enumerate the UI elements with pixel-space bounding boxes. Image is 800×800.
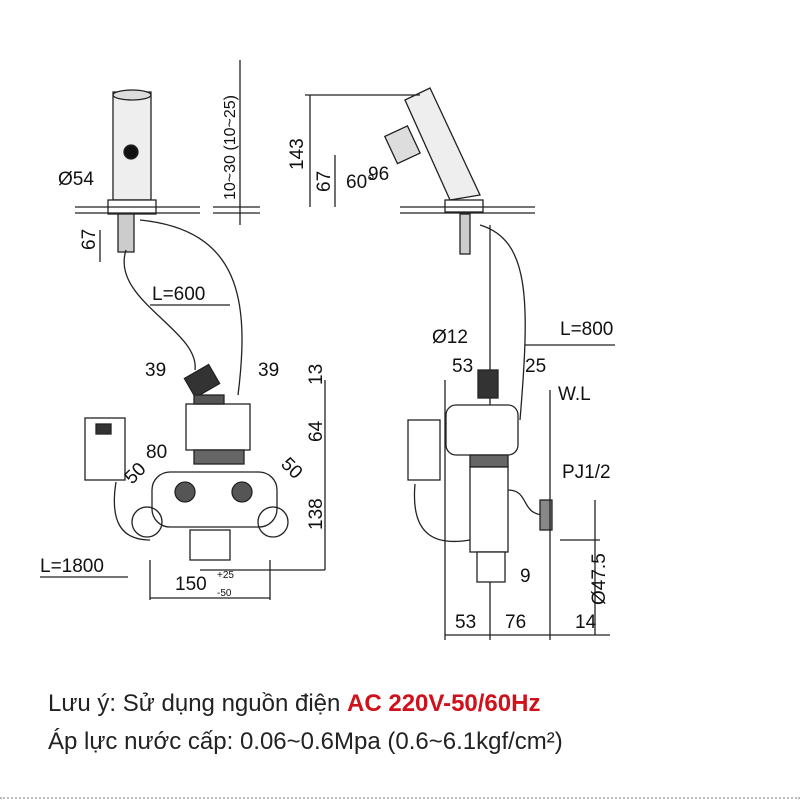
label-d47: Ø47.5 — [589, 553, 610, 605]
label-a50-right: 50 — [276, 454, 306, 484]
label-pj: PJ1/2 — [562, 462, 611, 483]
label-angle60: 60° — [346, 172, 375, 193]
label-w76: 76 — [505, 612, 526, 633]
label-range: 10~30 (10~25) — [222, 95, 239, 200]
label-tol-plus: +25 — [217, 570, 234, 581]
label-w39-right: 39 — [258, 360, 279, 381]
note-pressure: Áp lực nước cấp: 0.06~0.6Mpa (0.6~6.1kgf… — [48, 728, 563, 755]
label-h143: 143 — [287, 138, 308, 170]
left-faucet — [75, 60, 260, 396]
label-w14: 14 — [575, 612, 597, 633]
label-d12: Ø12 — [432, 327, 468, 348]
label-w150: 150 — [175, 574, 207, 595]
label-l800: L=800 — [560, 319, 613, 340]
label-h13: 13 — [306, 364, 327, 385]
label-w53-top: 53 — [452, 356, 473, 377]
label-h138: 138 — [306, 498, 327, 530]
label-l1800: L=1800 — [40, 556, 104, 577]
bottom-divider — [0, 797, 800, 799]
label-d54: Ø54 — [58, 169, 94, 190]
label-l600: L=600 — [152, 284, 205, 305]
label-w9: 9 — [520, 566, 531, 587]
label-w25: 25 — [525, 356, 546, 377]
label-w80: 80 — [146, 442, 167, 463]
note-power-prefix: Lưu ý: Sử dụng nguồn điện — [48, 690, 348, 717]
label-wl: W.L — [558, 384, 591, 405]
technical-drawing: Ø54 67 10~30 (10~25) L=600 39 39 13 64 8… — [40, 60, 615, 640]
label-h64: 64 — [306, 420, 327, 442]
note-power-voltage: AC 220V-50/60Hz — [347, 690, 541, 717]
label-w96: 96 — [368, 164, 389, 185]
note-power: Lưu ý: Sử dụng nguồn điện AC 220V-50/60H… — [48, 690, 540, 718]
label-h67-left: 67 — [79, 229, 100, 250]
label-w39-left: 39 — [145, 360, 166, 381]
label-w53-bottom: 53 — [455, 612, 476, 633]
label-h67-right: 67 — [314, 171, 335, 192]
left-valve-unit — [84, 363, 326, 600]
right-valve-unit — [407, 369, 610, 640]
label-tol-minus: -50 — [217, 588, 232, 599]
